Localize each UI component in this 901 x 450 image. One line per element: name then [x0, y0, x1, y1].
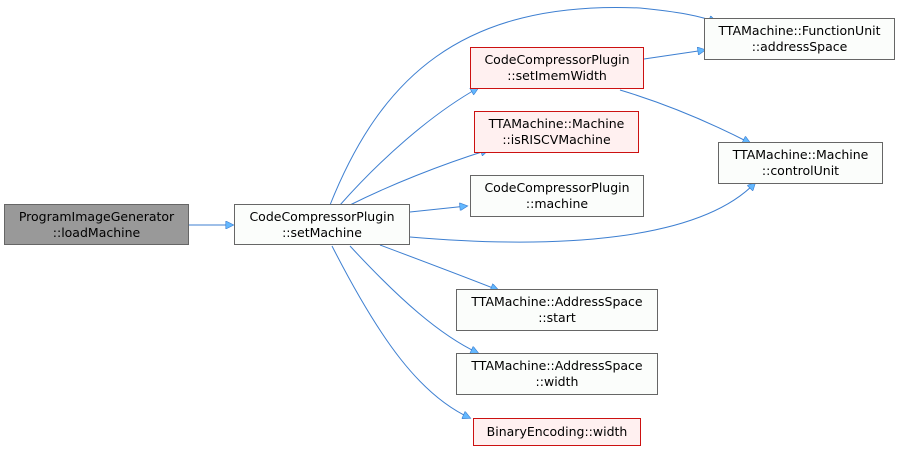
- edge-setmachine-aswidth: [349, 245, 478, 353]
- edge-setimemwidth-controlunit: [619, 89, 750, 143]
- node-function-unit-address-space[interactable]: TTAMachine::FunctionUnit ::addressSpace: [704, 18, 895, 60]
- node-code-compressor-plugin-set-imem-width[interactable]: CodeCompressorPlugin ::setImemWidth: [470, 47, 644, 89]
- node-label-line1: TTAMachine::AddressSpace: [471, 294, 643, 309]
- edge-setmachine-asstart: [379, 244, 498, 290]
- node-code-compressor-plugin-machine[interactable]: CodeCompressorPlugin ::machine: [470, 175, 644, 217]
- node-label-line2: ::isRISCVMachine: [502, 132, 611, 147]
- edge-setmachine-binencwidth: [331, 245, 470, 418]
- node-label-line1: CodeCompressorPlugin: [484, 180, 630, 195]
- node-label-line1: CodeCompressorPlugin: [484, 52, 630, 67]
- node-label-line2: ::start: [538, 310, 576, 325]
- node-program-image-generator-load-machine[interactable]: ProgramImageGenerator ::loadMachine: [4, 204, 189, 245]
- node-address-space-width[interactable]: TTAMachine::AddressSpace ::width: [456, 353, 658, 395]
- node-label-line1: BinaryEncoding::width: [486, 424, 628, 439]
- edge-setmachine-setimemwidth: [339, 88, 478, 206]
- node-code-compressor-plugin-set-machine[interactable]: CodeCompressorPlugin ::setMachine: [234, 204, 410, 245]
- node-label-line2: ::controlUnit: [761, 163, 840, 178]
- node-label-line1: TTAMachine::Machine: [488, 116, 625, 131]
- edge-setmachine-isriscv: [349, 150, 488, 206]
- edge-setimemwidth-addressspace: [643, 50, 705, 60]
- edge-setmachine-machine: [409, 206, 467, 213]
- node-label-line1: TTAMachine::Machine: [732, 147, 869, 162]
- node-machine-is-riscv-machine[interactable]: TTAMachine::Machine ::isRISCVMachine: [474, 111, 639, 153]
- node-label-line1: ProgramImageGenerator: [18, 208, 175, 224]
- edge-setmachine-controlunit: [409, 183, 755, 243]
- node-machine-control-unit[interactable]: TTAMachine::Machine ::controlUnit: [718, 142, 883, 184]
- node-label-line2: ::width: [535, 374, 579, 389]
- node-label-line2: ::machine: [525, 196, 589, 211]
- node-label-line1: TTAMachine::FunctionUnit: [718, 23, 881, 38]
- node-label-line2: ::setMachine: [282, 224, 362, 240]
- node-binary-encoding-width[interactable]: BinaryEncoding::width: [473, 418, 641, 446]
- node-address-space-start[interactable]: TTAMachine::AddressSpace ::start: [456, 289, 658, 331]
- node-label-line1: CodeCompressorPlugin: [249, 208, 395, 224]
- node-label-line2: ::addressSpace: [751, 39, 848, 54]
- node-label-line2: ::loadMachine: [52, 224, 141, 240]
- node-label-line1: TTAMachine::AddressSpace: [471, 358, 643, 373]
- edge-setmachine-addressspace: [329, 6, 716, 206]
- node-label-line2: ::setImemWidth: [507, 68, 607, 83]
